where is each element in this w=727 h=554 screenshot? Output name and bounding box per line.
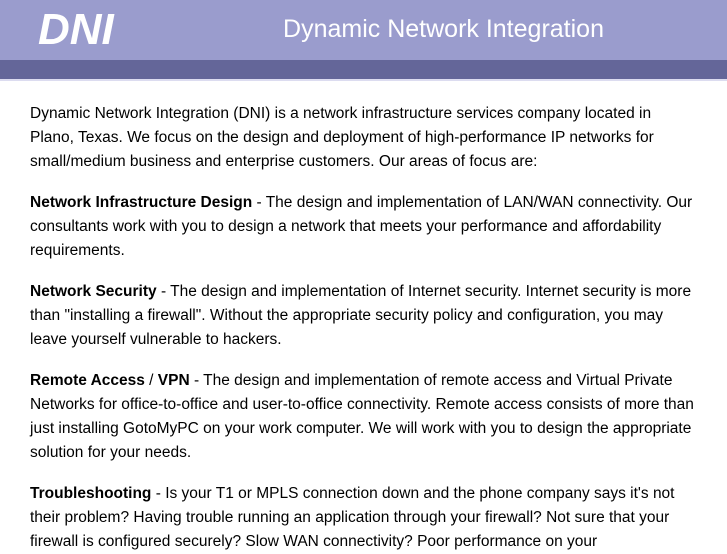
section-heading: Network Infrastructure Design bbox=[30, 194, 253, 211]
section-paragraph-remote-access-vpn: Remote Access / VPN - The design and imp… bbox=[30, 369, 699, 465]
section-paragraph-network-infrastructure-design: Network Infrastructure Design - The desi… bbox=[30, 191, 699, 263]
section-paragraph-troubleshooting: Troubleshooting - Is your T1 or MPLS con… bbox=[30, 482, 699, 554]
section-separator: - bbox=[151, 485, 166, 502]
accent-bar bbox=[0, 60, 727, 81]
section-separator: - bbox=[189, 372, 204, 389]
logo[interactable]: DNI bbox=[38, 5, 114, 54]
intro-paragraph: Dynamic Network Integration (DNI) is a n… bbox=[30, 105, 654, 170]
section-heading: Network Security bbox=[30, 283, 157, 300]
section-body: The design and implementation of LAN/WAN… bbox=[30, 194, 693, 259]
section-heading-mid: / bbox=[144, 372, 158, 389]
section-heading: Troubleshooting bbox=[30, 485, 152, 502]
section-separator: - bbox=[252, 194, 266, 211]
page-header: DNI Dynamic Network Integration bbox=[0, 0, 727, 60]
section-paragraph-network-security: Network Security - The design and implem… bbox=[30, 280, 699, 352]
section-heading-2: VPN bbox=[157, 372, 190, 389]
section-heading: Remote Access bbox=[30, 372, 145, 389]
page-title: Dynamic Network Integration bbox=[283, 14, 604, 43]
section-body: The design and implementation of remote … bbox=[30, 372, 694, 461]
section-body: The design and implementation of Interne… bbox=[30, 283, 692, 348]
content: Dynamic Network Integration (DNI) is a n… bbox=[0, 81, 727, 554]
section-separator: - bbox=[156, 283, 171, 300]
